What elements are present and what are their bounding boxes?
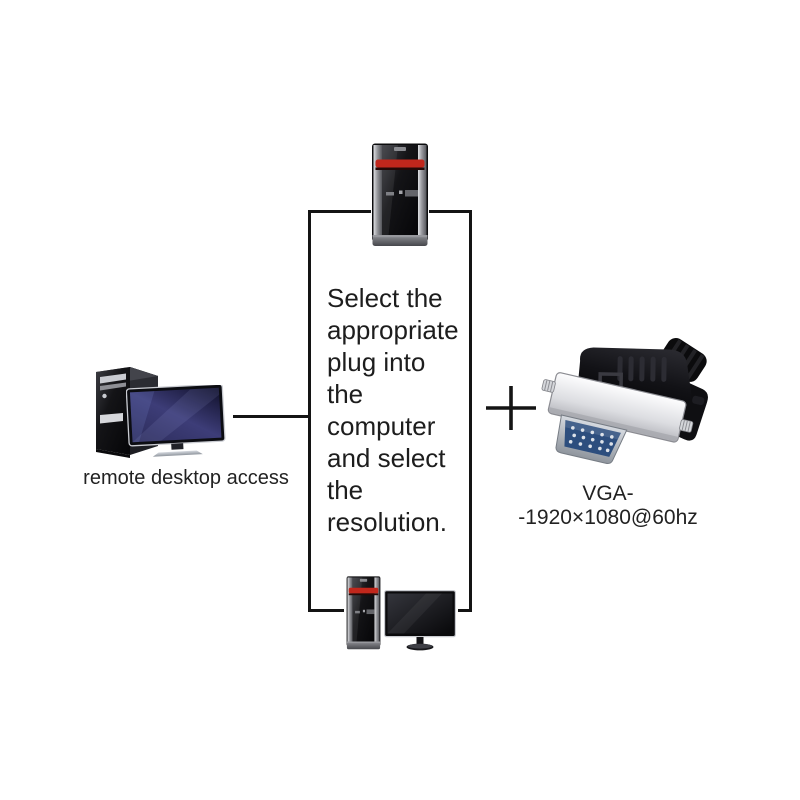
left-caption: remote desktop access — [83, 467, 289, 489]
instruction-line: plug into — [327, 347, 426, 377]
right-caption: VGA--1920×1080@60hz — [518, 482, 698, 529]
instruction-line: computer — [327, 411, 436, 441]
instruction-line: the — [327, 475, 364, 505]
instruction-line: and select — [327, 443, 446, 473]
desktop-tower-icon — [371, 143, 429, 247]
vga-adapter-illustration — [541, 338, 708, 464]
instruction-line: appropriate — [327, 315, 459, 345]
desktop-tower-icon — [346, 576, 381, 650]
monitor-icon — [384, 590, 456, 651]
plus-icon — [486, 386, 536, 430]
instruction-line: the — [327, 379, 364, 409]
connector-line — [233, 415, 308, 418]
remote-pc-group: remote desktop access — [80, 358, 295, 498]
instruction-line: Select the — [327, 283, 443, 313]
instruction-box: Select the appropriate plug into the com… — [308, 210, 472, 612]
instruction-line: resolution. — [327, 507, 447, 537]
instruction-text: Select the appropriate plug into the com… — [327, 282, 459, 538]
output-pc-group — [344, 574, 458, 652]
db15-connector — [555, 414, 628, 464]
vga-adapter-group: VGA--1920×1080@60hz — [498, 328, 718, 529]
widescreen-monitor-icon — [126, 385, 226, 457]
